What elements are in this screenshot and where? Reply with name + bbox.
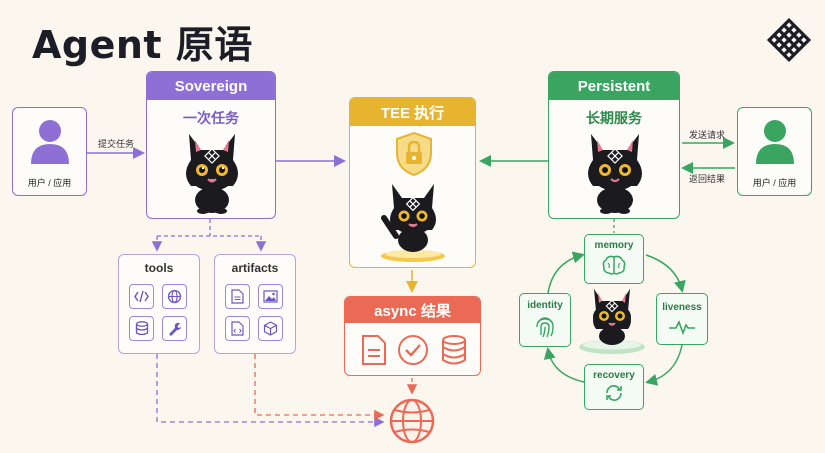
liveness-label: liveness	[662, 302, 702, 313]
right-user-card: 用户 / 应用	[737, 107, 812, 196]
page-title: Agent 原语	[32, 23, 253, 67]
wrench-icon	[162, 316, 187, 341]
brain-icon	[602, 255, 626, 275]
memory-node: memory	[584, 234, 644, 284]
fingerprint-icon	[536, 317, 554, 338]
document-icon	[362, 335, 386, 365]
sovereign-card: Sovereign 一次任务	[146, 71, 276, 219]
endless-knot-logo	[766, 17, 812, 63]
document-icon	[225, 284, 250, 309]
async-result-card: async 结果	[344, 296, 481, 376]
sovereign-subtitle: 一次任务	[183, 110, 239, 126]
left-user-label: 用户 / 应用	[27, 178, 72, 188]
tee-card: TEE 执行	[349, 97, 476, 268]
tools-card: tools	[118, 254, 200, 354]
shield-lock-icon	[396, 131, 432, 177]
persistent-subtitle: 长期服务	[586, 110, 642, 126]
left-user-card: 用户 / 应用	[12, 107, 87, 196]
persistent-card: Persistent 长期服务	[548, 71, 680, 219]
cycle-arc-memory-liveness	[645, 254, 686, 293]
artifacts-card: artifacts	[214, 254, 296, 354]
sovereign-split-connector	[157, 219, 261, 237]
async-result-header: async 结果	[345, 297, 480, 323]
database-icon	[129, 316, 154, 341]
cat-mascot-icon	[579, 289, 645, 354]
heartbeat-icon	[669, 319, 695, 336]
cycle-arc-identity-memory	[547, 251, 585, 294]
recovery-node: recovery	[584, 364, 644, 410]
identity-label: identity	[527, 300, 563, 311]
memory-label: memory	[594, 240, 634, 251]
return-result-label: 返回结果	[689, 174, 726, 184]
cat-mascot-icon	[186, 134, 238, 214]
refresh-icon	[606, 385, 622, 401]
send-request-label: 发送请求	[689, 130, 726, 140]
globe-icon	[389, 398, 435, 444]
recovery-label: recovery	[593, 370, 635, 381]
right-user-label: 用户 / 应用	[752, 178, 797, 188]
persistent-header: Persistent	[549, 72, 679, 100]
code-icon	[129, 284, 154, 309]
cycle-arc-recovery-identity	[543, 347, 585, 383]
artifacts-title: artifacts	[231, 261, 279, 275]
user-icon	[31, 120, 69, 164]
liveness-node: liveness	[656, 293, 708, 345]
globe-icon	[162, 284, 187, 309]
code-file-icon	[225, 316, 250, 341]
submit-task-label: 提交任务	[98, 139, 135, 149]
identity-node: identity	[519, 293, 571, 347]
tee-header: TEE 执行	[350, 98, 475, 126]
database-icon	[442, 335, 466, 365]
image-icon	[258, 284, 283, 309]
cat-mascot-icon	[588, 134, 642, 214]
tools-to-globe-dashed	[156, 354, 385, 428]
tools-title: tools	[144, 261, 174, 275]
cat-mascot-icon	[381, 184, 445, 262]
artifacts-to-globe-dashed	[254, 354, 385, 421]
cycle-arc-liveness-recovery	[645, 344, 683, 386]
check-circle-icon	[398, 335, 428, 365]
sovereign-header: Sovereign	[147, 72, 275, 100]
user-icon	[756, 120, 794, 164]
cube-icon	[258, 316, 283, 341]
